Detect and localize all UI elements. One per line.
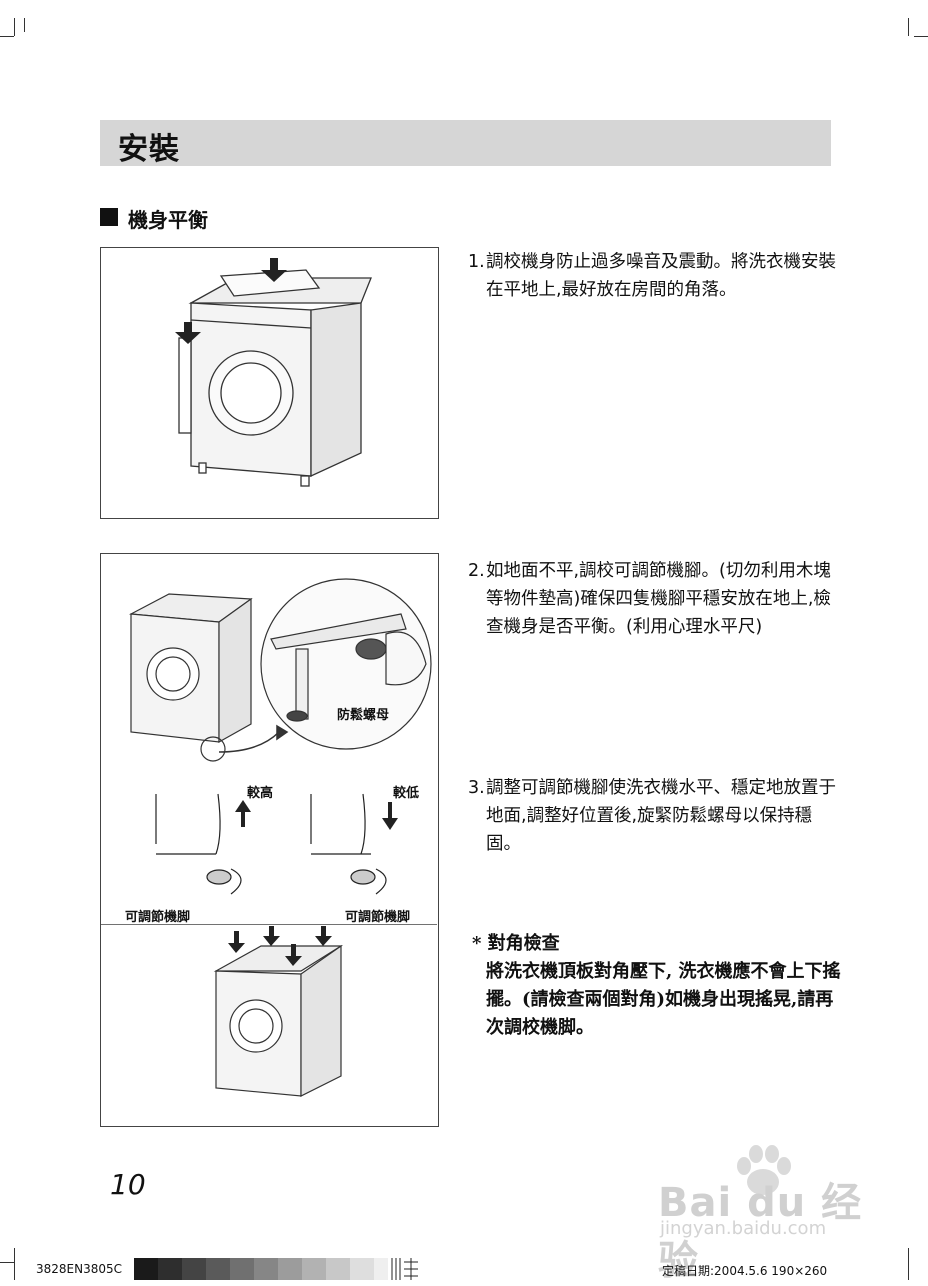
color-swatch [158, 1258, 182, 1280]
note-body: 將洗衣機頂板對角壓下, 洗衣機應不會上下搖擺。(請檢查兩個對角)如機身出現搖晃,… [486, 961, 841, 1038]
paw-icon [737, 1145, 791, 1195]
diagonal-check-illustration [213, 926, 344, 1097]
lower-label: 較低 [393, 786, 420, 801]
color-swatch [254, 1258, 278, 1280]
adjustable-foot-left-label: 可調節機脚 [125, 910, 191, 925]
step-2: 2. 如地面不平,調校可調節機腳。(切勿利用木塊等物件墊高)確保四隻機腳平穩安放… [468, 557, 840, 641]
color-swatch [302, 1258, 326, 1280]
crop-mark [908, 18, 909, 36]
step-number: 2. [468, 561, 485, 581]
watermark-sub: jingyan.baidu.com [660, 1218, 827, 1239]
header-bar [100, 120, 831, 166]
washer-illustration [175, 258, 372, 487]
crop-mark [0, 36, 14, 37]
higher-label: 較高 [247, 786, 274, 801]
color-swatch [230, 1258, 254, 1280]
color-swatch [278, 1258, 302, 1280]
color-swatch [350, 1258, 374, 1280]
lock-nut-label: 防鬆螺母 [337, 708, 390, 723]
crop-mark [0, 1262, 14, 1263]
color-swatch [326, 1258, 350, 1280]
step-3: 3. 調整可調節機腳使洗衣機水平、穩定地放置于地面,調整好位置後,旋緊防鬆螺母以… [468, 774, 840, 858]
crop-mark [14, 1248, 15, 1280]
footer-code: 3828EN3805C [36, 1262, 123, 1276]
baidu-watermark: Bai du 经验 jingyan.baidu.com [650, 1145, 880, 1284]
step-number: 3. [468, 778, 485, 798]
step-text: 調整可調節機腳使洗衣機水平、穩定地放置于地面,調整好位置後,旋緊防鬆螺母以保持穩… [486, 778, 836, 854]
color-swatch [134, 1258, 158, 1280]
figure-washer-placement [100, 247, 439, 519]
crop-mark [24, 18, 25, 32]
crop-mark [908, 1248, 909, 1280]
color-swatch [182, 1258, 206, 1280]
section-title: 機身平衡 [128, 208, 208, 232]
crop-mark [14, 18, 15, 36]
crop-mark [914, 36, 928, 37]
page-title: 安裝 [118, 132, 180, 167]
color-swatch [206, 1258, 230, 1280]
step-text: 如地面不平,調校可調節機腳。(切勿利用木塊等物件墊高)確保四隻機腳平穩安放在地上… [486, 561, 831, 637]
color-swatch [374, 1258, 388, 1280]
step-number: 1. [468, 252, 485, 272]
leveling-illustration [101, 578, 437, 925]
adjustable-foot-right-label: 可調節機脚 [345, 910, 411, 925]
note-heading: * 對角檢查 [472, 933, 560, 954]
step-text: 調校機身防止過多噪音及震動。將洗衣機安裝在平地上,最好放在房間的角落。 [486, 252, 836, 300]
section-bullet-icon [100, 208, 118, 226]
page-number: 10 [110, 1168, 146, 1201]
figure-leveling-feet: 防鬆螺母 較高 較低 可調節機脚 可調節機脚 [100, 553, 439, 1127]
diagonal-check-note: * 對角檢查 將洗衣機頂板對角壓下, 洗衣機應不會上下搖擺。(請檢查兩個對角)如… [472, 930, 842, 1042]
watermark-main: Bai du 经验 [658, 1180, 863, 1284]
step-1: 1. 調校機身防止過多噪音及震動。將洗衣機安裝在平地上,最好放在房間的角落。 [468, 248, 840, 304]
registration-mark-icon [391, 1258, 418, 1280]
footer-date-info: 定稿日期:2004.5.6 190×260 [662, 1264, 828, 1278]
